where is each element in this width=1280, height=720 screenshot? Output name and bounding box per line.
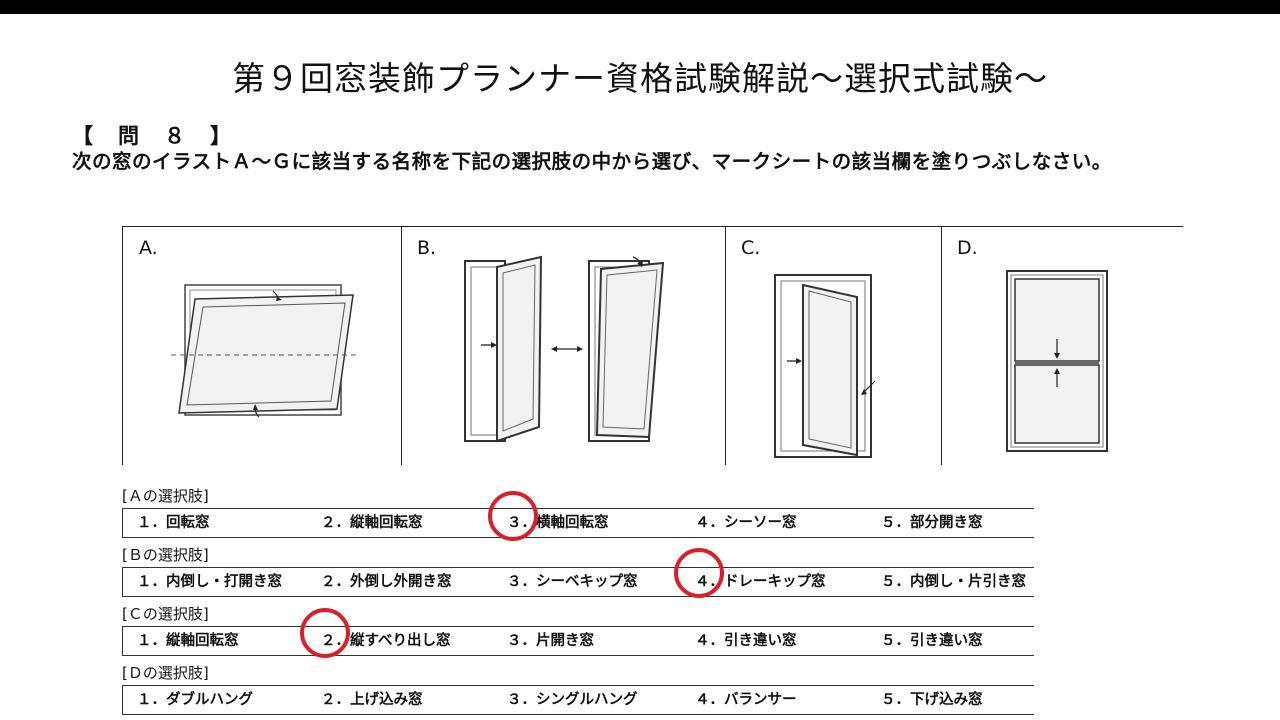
illustration-panels: A. B. — [122, 226, 1183, 465]
choice-option[interactable]: ３．シーベキップ窓 — [507, 574, 638, 590]
answer-circle-b — [674, 548, 724, 598]
choice-group-title: [Ｂの選択肢] — [122, 546, 209, 564]
double-hung-window-illustration — [1006, 270, 1108, 452]
choice-option[interactable]: ５．部分開き窓 — [881, 515, 983, 531]
choice-groups: [Ａの選択肢] １．回転窓 ２．縦軸回転窓 ３．横軸回転窓 ４．シーソー窓 ５．… — [122, 484, 1034, 720]
choice-group-title: [Ｄの選択肢] — [122, 664, 209, 682]
horizontal-pivot-window-illustration — [171, 284, 359, 418]
answer-circle-c — [300, 608, 350, 658]
panel-a: A. — [123, 227, 402, 465]
choice-option[interactable]: ５．内倒し・片引き窓 — [881, 574, 1026, 590]
question-instruction: 次の窓のイラストＡ～Ｇに該当する名称を下記の選択肢の中から選び、マークシートの該… — [72, 150, 1112, 173]
choice-group-title: [Ａの選択肢] — [122, 487, 209, 505]
top-bar — [0, 0, 1280, 14]
choice-option[interactable]: ４．引き違い窓 — [695, 633, 797, 649]
choice-option[interactable]: ２．縦すべり出し窓 — [321, 633, 451, 649]
question-number: 【 問 ８ 】 — [72, 124, 233, 148]
choice-option[interactable]: ５．下げ込み窓 — [881, 692, 983, 708]
choice-group-title: [Ｃの選択肢] — [122, 605, 209, 623]
panel-label: B. — [417, 237, 437, 259]
panel-label: C. — [741, 237, 761, 259]
choice-option[interactable]: ４．バランサー — [695, 692, 797, 708]
casement-window-illustration — [774, 274, 876, 458]
panel-c: C. — [725, 227, 942, 465]
panel-d: D. — [941, 227, 1181, 465]
choice-option[interactable]: ２．上げ込み窓 — [321, 692, 423, 708]
choice-option[interactable]: １．ダブルハング — [137, 692, 253, 708]
choice-option[interactable]: ５．引き違い窓 — [881, 633, 983, 649]
choice-option[interactable]: ４．ドレーキップ窓 — [695, 574, 826, 590]
choice-option[interactable]: １．縦軸回転窓 — [137, 633, 239, 649]
choice-option[interactable]: １．回転窓 — [137, 515, 210, 531]
tilt-turn-window-illustration — [464, 255, 665, 443]
panel-label: D. — [957, 237, 978, 259]
choice-option[interactable]: ３．片開き窓 — [507, 633, 594, 649]
choice-options-a: １．回転窓 ２．縦軸回転窓 ３．横軸回転窓 ４．シーソー窓 ５．部分開き窓 — [122, 508, 1034, 538]
choice-options-c: １．縦軸回転窓 ２．縦すべり出し窓 ３．片開き窓 ４．引き違い窓 ５．引き違い窓 — [122, 626, 1034, 656]
choice-option[interactable]: ３．シングルハング — [507, 692, 638, 708]
choice-options-b: １．内倒し・打開き窓 ２．外倒し外開き窓 ３．シーベキップ窓 ４．ドレーキップ窓… — [122, 567, 1034, 597]
choice-option[interactable]: １．内倒し・打開き窓 — [137, 574, 282, 590]
choice-option[interactable]: ４．シーソー窓 — [695, 515, 797, 531]
panel-b: B. — [401, 227, 726, 465]
choice-options-d: １．ダブルハング ２．上げ込み窓 ３．シングルハング ４．バランサー ５．下げ込… — [122, 685, 1034, 715]
choice-option[interactable]: ２．縦軸回転窓 — [321, 515, 423, 531]
page-title: 第９回窓装飾プランナー資格試験解説～選択式試験～ — [232, 59, 1048, 98]
answer-circle-a — [488, 491, 538, 541]
choice-option[interactable]: ２．外倒し外開き窓 — [321, 574, 452, 590]
panel-label: A. — [139, 237, 158, 259]
